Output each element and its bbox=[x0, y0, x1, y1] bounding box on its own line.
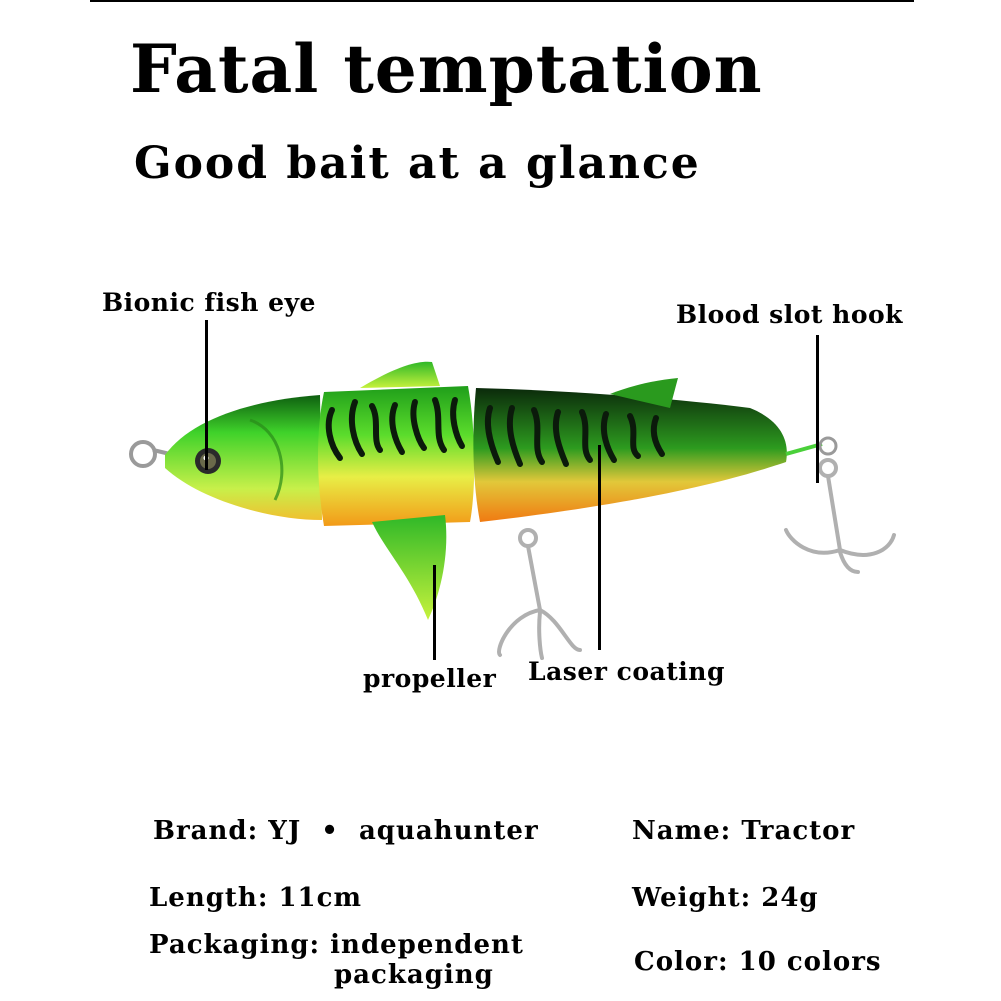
spec-name: Name: Tractor bbox=[632, 816, 856, 846]
spec-weight: Weight: 24g bbox=[632, 883, 819, 913]
fishing-lure-image bbox=[129, 361, 896, 660]
rear-treble-hook bbox=[784, 458, 896, 574]
propeller-fin bbox=[372, 515, 447, 620]
page-subtitle: Good bait at a glance bbox=[134, 138, 701, 189]
callout-blood-slot-hook: Blood slot hook bbox=[676, 300, 904, 329]
leader-line-eye bbox=[205, 320, 208, 470]
page-title: Fatal temptation bbox=[130, 30, 763, 108]
top-divider bbox=[90, 0, 914, 2]
callout-bionic-fish-eye: Bionic fish eye bbox=[102, 288, 316, 317]
line-tie-ring bbox=[129, 440, 157, 468]
callout-propeller: propeller bbox=[363, 664, 497, 693]
lure-tail-segment bbox=[473, 388, 787, 522]
spec-brand: Brand: YJ • aquahunter bbox=[153, 816, 539, 846]
belly-treble-hook bbox=[497, 528, 582, 660]
dorsal-fin-rear bbox=[610, 378, 678, 408]
leader-line-coating bbox=[598, 445, 601, 650]
dorsal-fin-front bbox=[360, 361, 440, 388]
lure-middle-segment bbox=[318, 386, 475, 526]
spec-packaging-line2: packaging bbox=[334, 960, 494, 990]
leader-line-propeller bbox=[433, 565, 436, 660]
spec-color: Color: 10 colors bbox=[634, 947, 882, 977]
lure-head bbox=[165, 395, 322, 520]
leader-line-hook bbox=[816, 335, 819, 483]
callout-laser-coating: Laser coating bbox=[528, 657, 725, 686]
spec-length: Length: 11cm bbox=[149, 883, 362, 913]
spec-packaging-line1: Packaging: independent bbox=[149, 930, 524, 960]
